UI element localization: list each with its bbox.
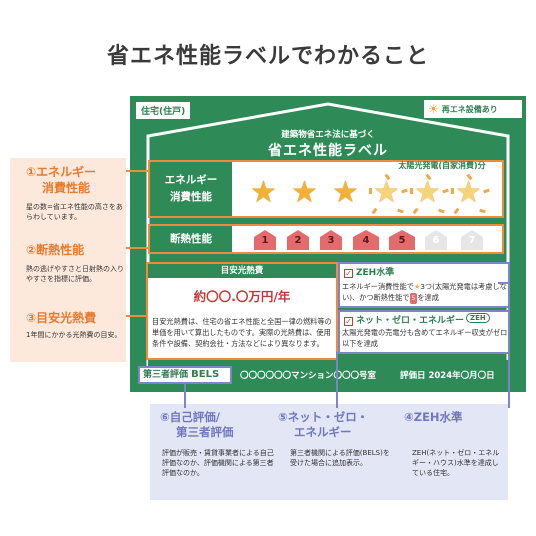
net-zero-head-text: ネット・ゼロ・エネルギー xyxy=(356,316,465,326)
insulation-level-7: 7 xyxy=(461,230,483,250)
note-3-title: ③目安光熱費 xyxy=(26,311,97,325)
zeh-head-text: ZEH水準 xyxy=(356,268,395,278)
zeh-text-b: 3つ(太陽光発電は考慮しない)、かつ断熱性能で xyxy=(342,282,507,302)
energy-label-line2: 消費性能 xyxy=(170,191,212,203)
connector-5 xyxy=(336,352,338,408)
mansion-name: 〇〇〇〇〇〇マンション〇〇〇号室 xyxy=(240,371,377,381)
bottom-notes-panel: ⑥自己評価/ 第三者評価 評価が販売・賃貸事業者による自己評価なのか、評価機関に… xyxy=(150,404,508,500)
insulation-level-6: 6 xyxy=(425,230,447,250)
third-party-label: 第三者評価 xyxy=(143,370,189,380)
sun-ray-icon xyxy=(451,188,454,194)
cost-description: 目安光熱費は、住宅の省エネ性能と全国一律の燃料等の単価を用いて算出したものです。… xyxy=(152,317,332,348)
connector-3 xyxy=(126,315,146,317)
solar-star-icon: ★ xyxy=(455,175,482,210)
connector-4 xyxy=(508,282,510,408)
note-5-title: ⑤ネット・ゼロ・ エネルギー xyxy=(278,410,368,440)
cost-head: 目安光熱費 xyxy=(148,264,336,278)
sun-ray-icon xyxy=(410,188,413,194)
zeh-box xyxy=(338,262,510,308)
zeh-mark: ZEH xyxy=(466,313,490,323)
third-party-tag: 第三者評価 BELS xyxy=(138,366,232,384)
net-zero-text: 太陽光発電の売電分も含めてエネルギー収支がゼロ以下を達成 xyxy=(342,328,508,348)
insulation-level-3: 3 xyxy=(320,230,342,250)
net-zero-box xyxy=(338,310,510,354)
cost-box xyxy=(146,262,338,360)
note-1-title: ①エネルギー 消費性能 xyxy=(26,164,96,196)
star-icon: ★ xyxy=(332,175,359,210)
note-5-text: 第三者機関による評価(BELS)を受けた場合に追加表示。 xyxy=(290,449,390,467)
note-6-title-line1: ⑥自己評価/ xyxy=(160,410,220,424)
zeh-head: ✓ZEH水準 xyxy=(344,265,394,278)
left-notes-panel: ①エネルギー 消費性能 星の数=省エネ性能の高さをあらわしています。 ②断熱性能… xyxy=(10,158,126,362)
energy-label-line1: エネルギー xyxy=(164,174,218,186)
note-6-title: ⑥自己評価/ 第三者評価 xyxy=(160,410,234,440)
zeh-text-c: を達成 xyxy=(417,293,439,302)
connector-1 xyxy=(126,170,148,172)
note-3-text: 1年間にかかる光熱費の目安。 xyxy=(26,331,122,339)
note-1-title-line1: ①エネルギー xyxy=(26,165,97,179)
note-1-text: 星の数=省エネ性能の高さをあらわしています。 xyxy=(26,203,123,221)
note-6-title-line2: 第三者評価 xyxy=(176,425,234,439)
note-2-title: ②断熱性能 xyxy=(26,243,85,257)
star-icon: ★ xyxy=(291,175,318,210)
note-4-title: ④ZEH水準 xyxy=(404,410,463,424)
connector-6 xyxy=(184,384,186,408)
connector-2 xyxy=(126,247,148,249)
note-5-title-line2: エネルギー xyxy=(294,425,352,439)
insulation-level-4: 4 xyxy=(353,230,379,250)
evaluation-date: 評価日 2024年〇月〇日 xyxy=(400,371,495,381)
solar-star-icon: ★ xyxy=(373,175,400,210)
connector-4-tip xyxy=(498,282,510,284)
insulation-level-2: 2 xyxy=(287,230,309,250)
solar-star-icon: ★ xyxy=(414,175,441,210)
note-1-title-line2: 消費性能 xyxy=(42,181,91,195)
note-5-title-line1: ⑤ネット・ゼロ・ xyxy=(278,410,369,424)
sun-house-icon: ☀ xyxy=(428,102,439,116)
note-6-text: 評価が販売・賃貸事業者による自己評価なのか、評価機関による第三者評価なのか。 xyxy=(162,449,274,477)
label-subtitle: 建築物省エネ法に基づく xyxy=(281,130,375,140)
solar-caption: 太陽光発電(自家消費)分 xyxy=(398,161,486,170)
insulation-level-1: 1 xyxy=(254,230,276,250)
note-2-text: 熱の逃げやすさと日射熱の入りやすさを指標に評価。 xyxy=(26,265,124,283)
note-4-text: ZEH(ネット・ゼロ・エネルギー・ハウス)水準を達成している住宅。 xyxy=(412,449,500,477)
sun-ray-icon xyxy=(369,188,372,194)
insulation-label: 断熱性能 xyxy=(150,226,232,252)
star-icon: ★ xyxy=(413,282,421,291)
cost-value: 約〇〇.〇万円/年 xyxy=(193,289,291,304)
checkbox-icon: ✓ xyxy=(344,269,353,278)
page-heading: 省エネ性能ラベルでわかること xyxy=(106,44,429,69)
renewable-tag: ☀ 再エネ設備あり xyxy=(424,100,522,118)
insulation-level-5: 5 xyxy=(389,230,415,250)
star-icon: ★ xyxy=(250,175,277,210)
bels-brand: BELS xyxy=(191,369,220,380)
renewable-tag-text: 再エネ設備あり xyxy=(441,104,498,114)
checkbox-icon: ✓ xyxy=(344,317,353,326)
net-zero-head: ✓ネット・ゼロ・エネルギー xyxy=(344,313,464,326)
level-5-badge: 5 xyxy=(409,293,418,304)
building-type-tag: 住宅(住戸) xyxy=(136,102,191,119)
zeh-text-a: エネルギー消費性能で xyxy=(342,282,414,291)
energy-label: エネルギー 消費性能 xyxy=(150,162,232,216)
label-title: 省エネ性能ラベル xyxy=(268,143,388,159)
